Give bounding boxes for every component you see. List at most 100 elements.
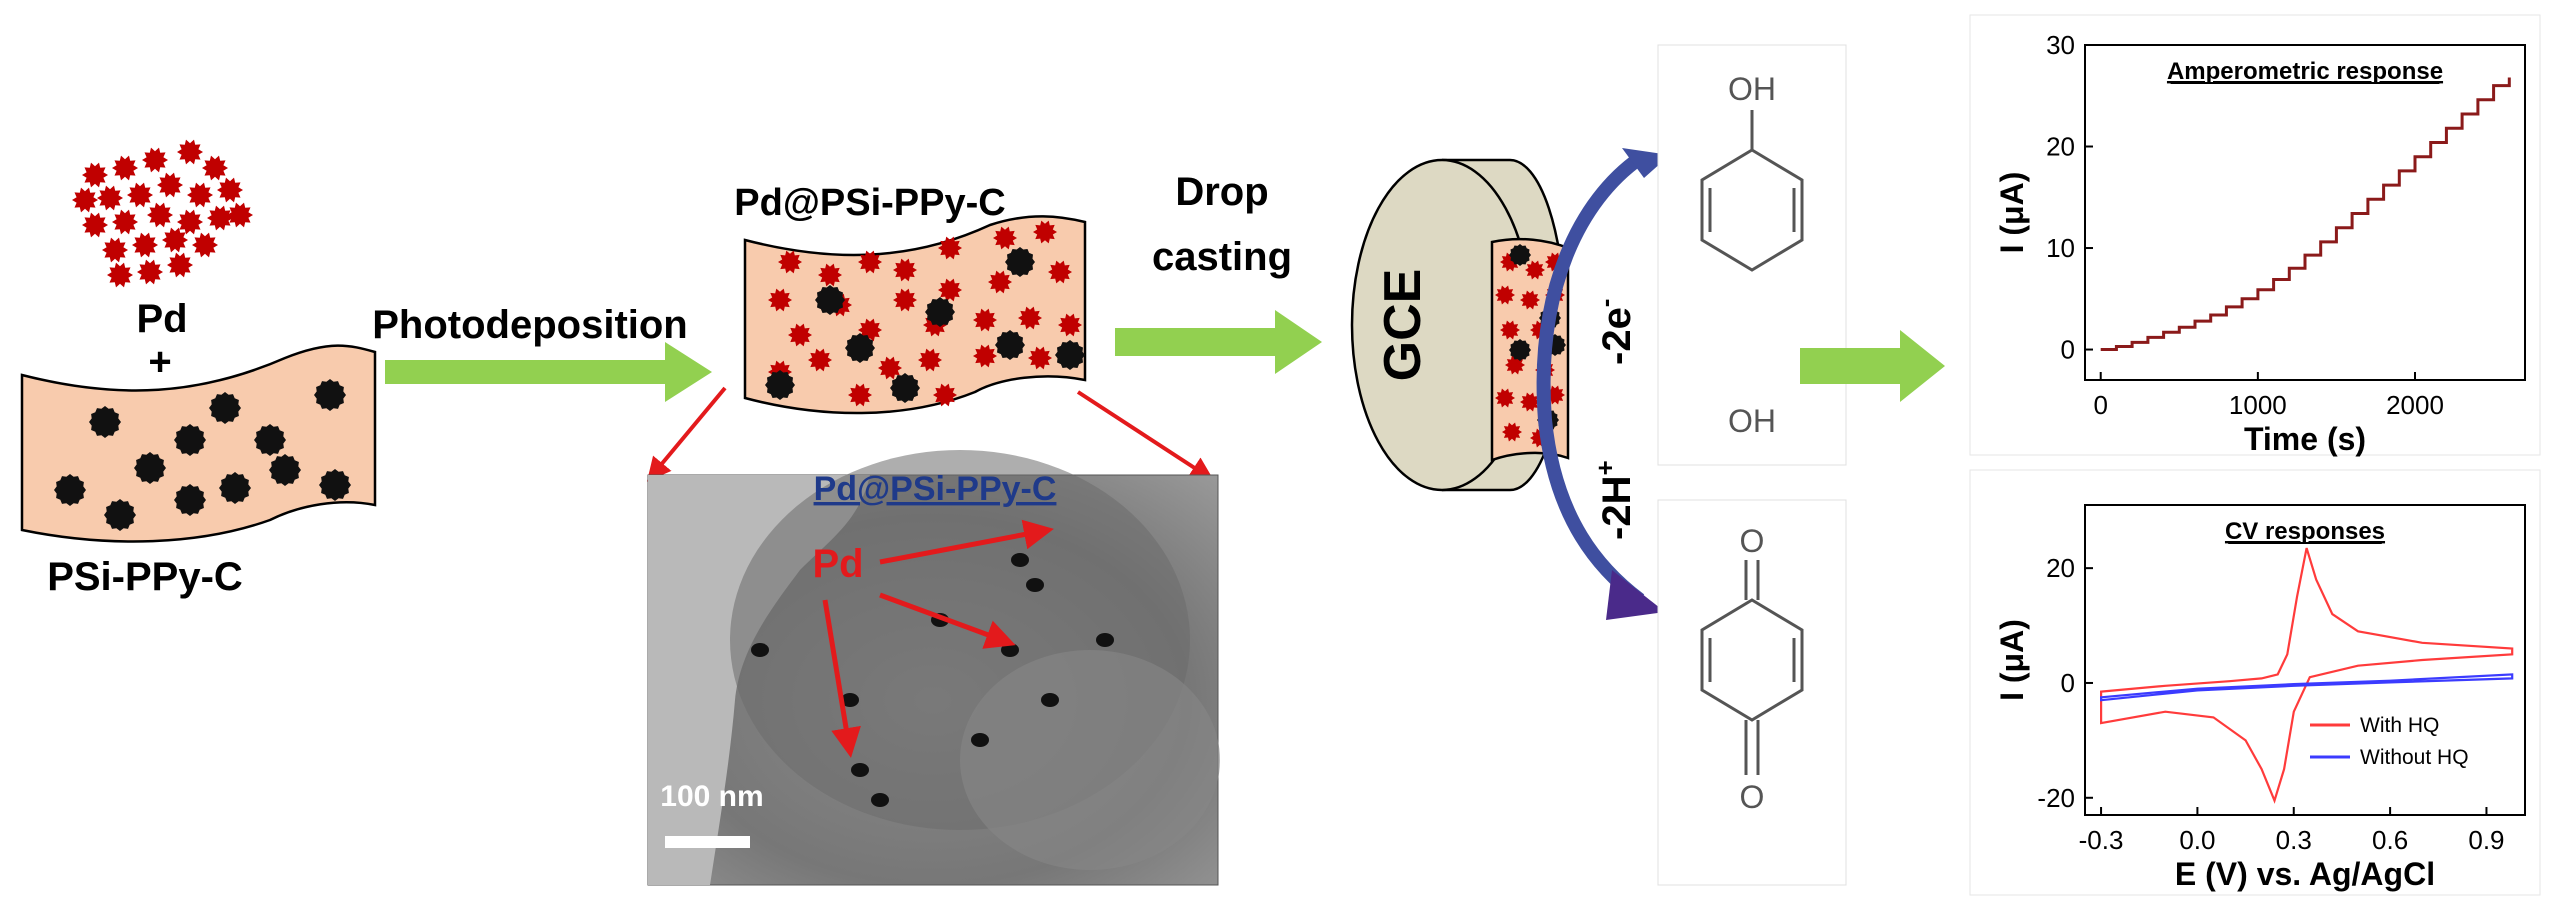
black-particle — [815, 285, 845, 315]
tem-nanoparticle — [841, 693, 859, 707]
x-tick-label: 2000 — [2386, 390, 2444, 420]
pd-nanoparticle — [187, 182, 213, 208]
pd-nanoparticle — [918, 348, 942, 372]
pd-nanoparticle — [167, 252, 193, 278]
tem-pd-arrow-3 — [822, 599, 861, 758]
pd-nanoparticle — [217, 177, 243, 203]
tem-nanoparticle — [851, 763, 869, 777]
x-tick-label: 0 — [2093, 390, 2107, 420]
tem-pd-arrow-1 — [879, 519, 1054, 565]
pd-nanoparticle — [1502, 422, 1522, 442]
amperometric-panel — [1969, 14, 2541, 456]
x-tick-label: 0.0 — [2179, 825, 2215, 855]
black-particle — [89, 406, 121, 438]
plot-frame — [2084, 44, 2526, 381]
series-line — [2100, 673, 2514, 702]
pd-nanoparticle — [848, 383, 872, 407]
pd-nanoparticle — [778, 250, 802, 274]
x-tick-label: 1000 — [2229, 390, 2287, 420]
pd-nanoparticle — [112, 155, 138, 181]
drop-label: Drop — [1175, 170, 1268, 214]
bq-o-bottom: O — [1740, 779, 1765, 815]
result-arrow — [1800, 330, 1945, 402]
black-particle — [54, 474, 86, 506]
tem-title: Pd@PSi-PPy-C — [814, 470, 1057, 508]
black-particle — [890, 373, 920, 403]
pd-nanoparticle — [1495, 388, 1515, 408]
pd-nanoparticle — [1048, 260, 1072, 284]
tem-pointer-right — [1076, 390, 1215, 481]
black-particle — [1509, 244, 1531, 266]
pd-nanoparticle — [1525, 260, 1545, 280]
tem-nanoparticle — [1001, 643, 1019, 657]
pd-nanoparticle — [808, 348, 832, 372]
pd-nanoparticle — [177, 139, 203, 165]
tem-nanoparticle — [1026, 578, 1044, 592]
black-particle — [314, 379, 346, 411]
tem-nanoparticle — [1011, 553, 1029, 567]
pd-nanoparticle-cluster — [72, 139, 253, 288]
casting-label: casting — [1152, 235, 1292, 279]
tem-nanoparticle — [1096, 633, 1114, 647]
hq-oh-top: OH — [1728, 71, 1776, 107]
pd-nanoparticle — [102, 237, 128, 263]
black-particle — [319, 469, 351, 501]
pd-nanoparticle — [1058, 313, 1082, 337]
x-tick-label: -0.3 — [2079, 825, 2124, 855]
pd-nanoparticle — [137, 259, 163, 285]
black-particle — [1005, 247, 1035, 277]
psi-ppy-c-label: PSi-PPy-C — [47, 555, 243, 599]
chart-title: CV responses — [2225, 518, 2385, 545]
psi-ppy-c-black-particles — [54, 379, 351, 531]
tem-scale-label: 100 nm — [660, 780, 763, 813]
pd-nanoparticle — [818, 263, 842, 287]
photodeposition-label: Photodeposition — [372, 303, 688, 347]
pd-label: Pd — [136, 297, 187, 341]
pd-nanoparticle — [227, 202, 253, 228]
tem-image — [647, 450, 1220, 886]
pd-nanoparticle — [988, 270, 1012, 294]
y-axis-label: I (μA) — [1994, 172, 2030, 254]
hydroquinone-structure — [1657, 44, 1847, 466]
pd-nanoparticle — [893, 258, 917, 282]
pd-nanoparticle — [112, 209, 138, 235]
pd-sheet-black-particles — [765, 247, 1085, 403]
photodeposition-arrow — [385, 342, 712, 402]
y-tick-label: 0 — [2061, 335, 2075, 365]
black-particle — [995, 330, 1025, 360]
reaction-arrow-tip — [1606, 570, 1665, 620]
hq-oh-bottom: OH — [1728, 403, 1776, 439]
pd-nanoparticle — [938, 236, 962, 260]
pd-nanoparticle — [1033, 220, 1057, 244]
legend-label: Without HQ — [2360, 746, 2469, 769]
pd-nanoparticle — [1520, 290, 1540, 310]
x-tick-label: 0.9 — [2468, 825, 2504, 855]
pd-nanoparticle — [993, 226, 1017, 250]
tem-scale-bar — [665, 836, 750, 848]
pd-nanoparticle — [147, 202, 173, 228]
pd-nanoparticle — [1028, 346, 1052, 370]
y-tick-label: -20 — [2037, 783, 2075, 813]
black-particle — [254, 424, 286, 456]
pd-nanoparticle — [202, 155, 228, 181]
tem-nanoparticle — [871, 793, 889, 807]
pd-nanoparticle — [1500, 320, 1520, 340]
minus-2e-label: -2e- — [1590, 299, 1639, 365]
bq-o-top: O — [1740, 523, 1765, 559]
x-tick-label: 0.3 — [2276, 825, 2312, 855]
pd-nanoparticle — [192, 232, 218, 258]
pd-nanoparticle — [82, 162, 108, 188]
y-tick-label: 30 — [2046, 30, 2075, 60]
black-particle — [209, 392, 241, 424]
pd-nanoparticle — [768, 288, 792, 312]
black-particle — [1509, 339, 1531, 361]
pd-nanoparticle — [142, 147, 168, 173]
black-particle — [174, 424, 206, 456]
tem-nanoparticle — [751, 643, 769, 657]
pd-nanoparticle — [878, 356, 902, 380]
pd-nanoparticle — [893, 288, 917, 312]
black-particle — [134, 452, 166, 484]
series-line — [2100, 547, 2514, 804]
